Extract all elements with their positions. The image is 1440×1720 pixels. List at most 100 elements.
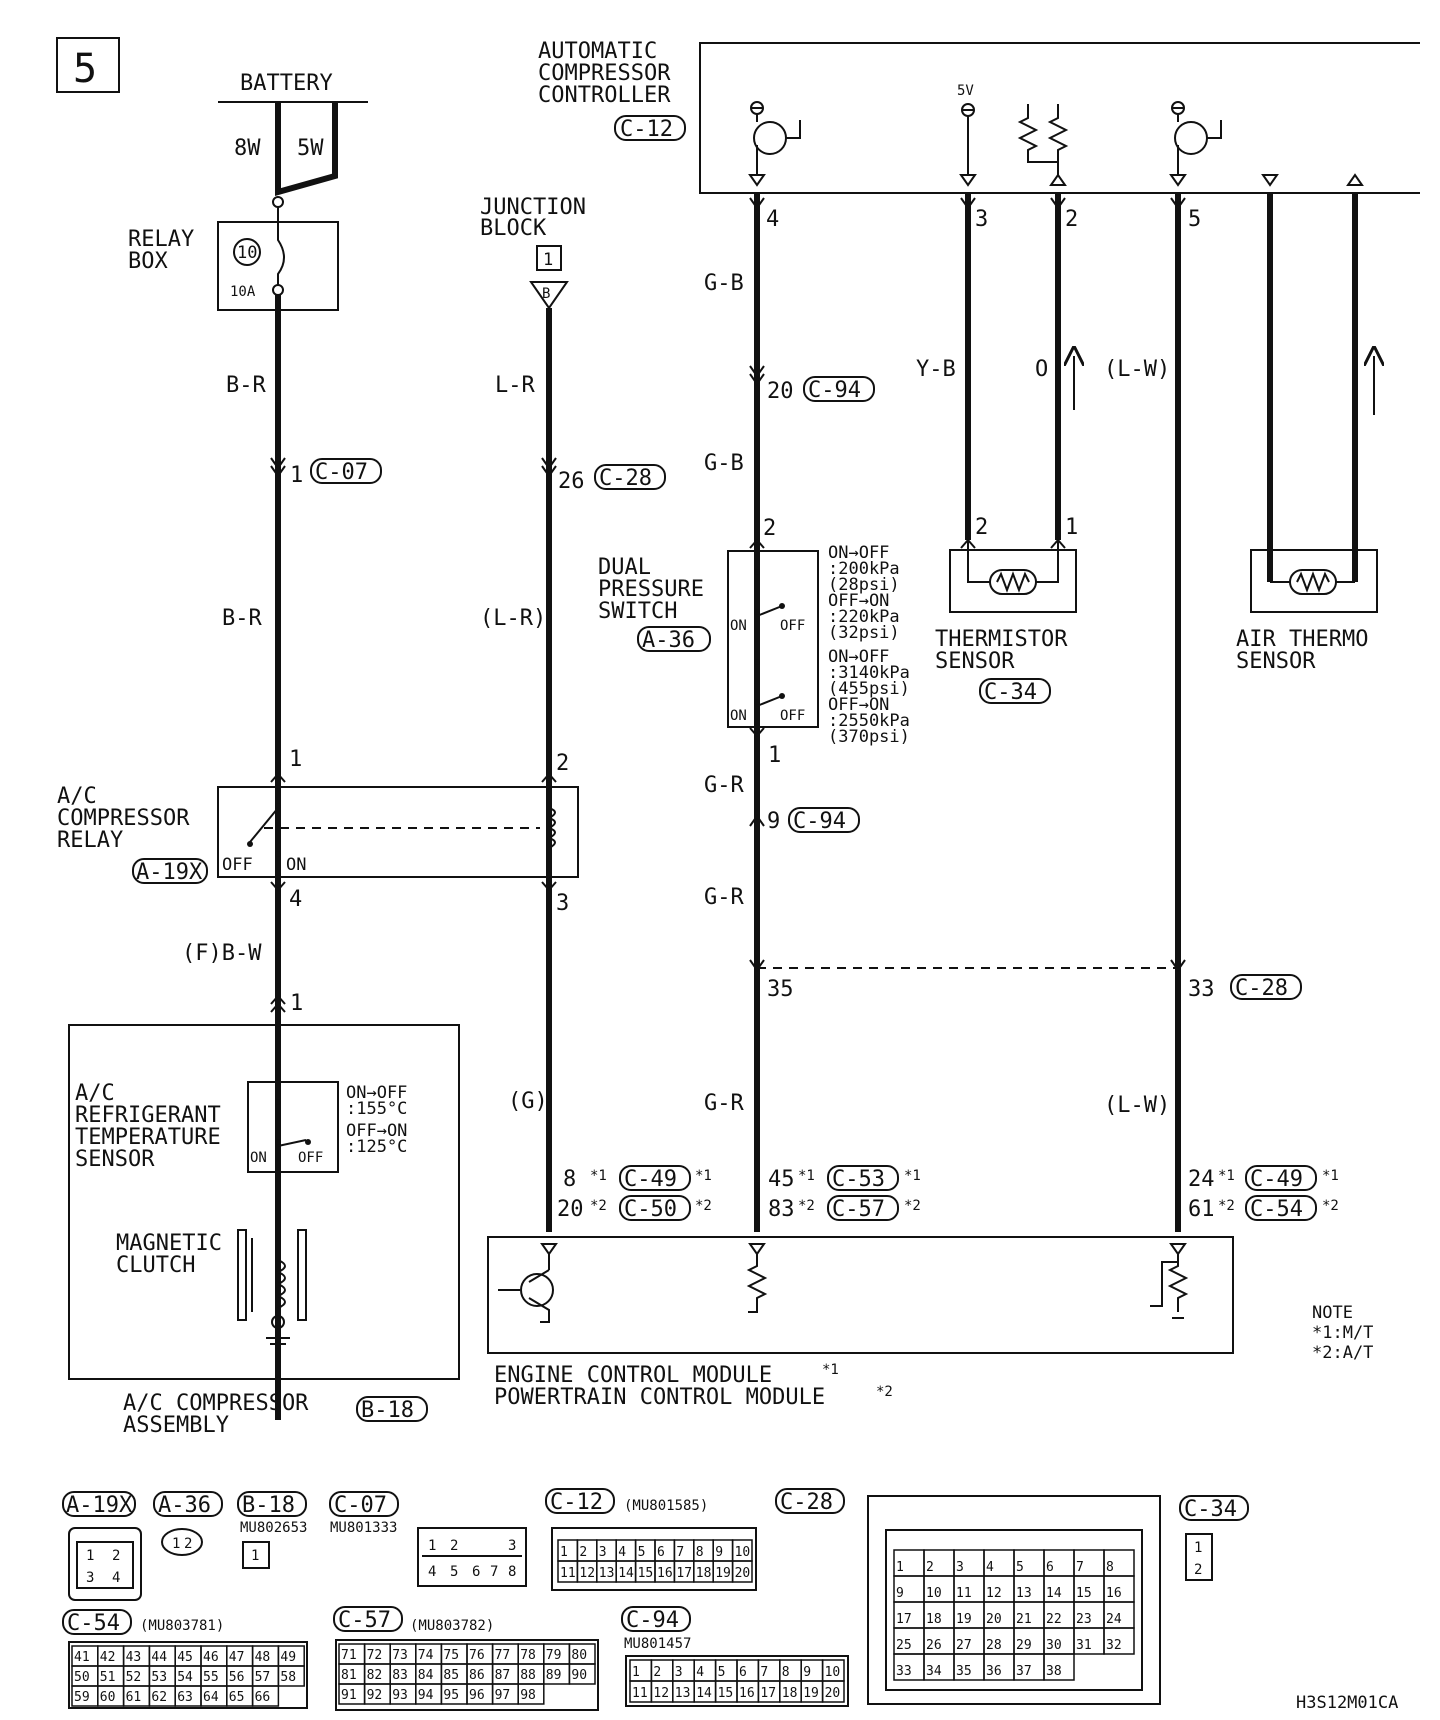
dps-off-1: OFF [780, 618, 805, 634]
wire-label-g: (G) [508, 1089, 548, 1114]
c57-pin-label: 74 [418, 1648, 434, 1663]
refrigerant-sensor-label-4: SENSOR [75, 1147, 155, 1172]
a36-connector-label: A-36 [642, 628, 695, 653]
b18-connector-label: B-18 [361, 1398, 414, 1423]
c54-pin-label: 45 [177, 1650, 193, 1665]
c57-pin-label: 77 [495, 1648, 511, 1663]
refrigerant-sensor-off: OFF [298, 1150, 323, 1166]
c57-pin-label: 82 [367, 1668, 383, 1683]
legend-a19x-label: A-19X [66, 1493, 133, 1518]
legend-c54-label: C-54 [67, 1611, 120, 1636]
c28-pin-label: 13 [1016, 1586, 1032, 1601]
c28-pin-label: 18 [926, 1612, 942, 1627]
svg-text:*1: *1 [590, 1168, 607, 1184]
relay-box-label: RELAY [128, 227, 194, 252]
svg-text:45: 45 [768, 1167, 795, 1192]
c94-connector-label-2: C-94 [793, 809, 846, 834]
c54-pin-label: 54 [177, 1670, 193, 1685]
c54-pin-label: 55 [203, 1670, 219, 1685]
a36-connector-badge [637, 626, 711, 652]
c28-pin-label: 12 [986, 1586, 1002, 1601]
thermistor-sensor: 2 1 THERMISTOR SENSOR C-34 [935, 515, 1078, 705]
dps-on-1: ON [730, 618, 747, 634]
c12-pin-cell [731, 1560, 753, 1583]
c57-pin-label: 71 [341, 1648, 357, 1663]
c28-pin-label: 25 [896, 1638, 912, 1653]
c34-connector-label: C-34 [984, 680, 1037, 705]
svg-text:(455psi): (455psi) [828, 679, 910, 699]
wire-label-gr-3: G-R [704, 1091, 744, 1116]
wire-label-gb-2: G-B [704, 451, 744, 476]
svg-text::3140kPa: :3140kPa [828, 663, 910, 683]
c12-pin-label: 8 [696, 1545, 704, 1560]
c12-pin-label: 16 [657, 1566, 673, 1581]
junction-block-label: JUNCTION [480, 195, 586, 220]
c28-pin-label: 27 [956, 1638, 972, 1653]
a19x-connector-badge [132, 858, 208, 884]
ecm-label: ENGINE CONTROL MODULE [494, 1363, 772, 1388]
c54-pin-label: 43 [126, 1650, 142, 1665]
ecm-mark: *1 [822, 1362, 839, 1378]
c54-pin-label: 61 [126, 1690, 142, 1705]
c28-pin-label: 14 [1046, 1586, 1062, 1601]
c54-pin-label: 56 [229, 1670, 245, 1685]
relay-label-1: A/C [57, 784, 97, 809]
air-thermo-label-1: AIR THERMO [1236, 627, 1368, 652]
c94-pin-label: 15 [718, 1686, 734, 1701]
c54-pin-label: 51 [100, 1670, 116, 1685]
svg-text:*2: *2 [1218, 1198, 1235, 1214]
acc-pin-4: 4 [766, 207, 779, 232]
c54-pin-label: 57 [255, 1670, 271, 1685]
svg-text:C-50: C-50 [624, 1197, 677, 1222]
c94-connector-badge-2 [788, 807, 860, 833]
svg-text:C-54: C-54 [1250, 1197, 1303, 1222]
c94-pin-label: 4 [696, 1665, 704, 1680]
svg-text:4: 4 [428, 1564, 436, 1580]
c94-pin-label: 16 [739, 1686, 755, 1701]
c54-pin-label: 41 [74, 1650, 90, 1665]
c12-pin-label: 12 [579, 1566, 595, 1581]
svg-text:*1: *1 [798, 1168, 815, 1184]
svg-text:OFF→ON: OFF→ON [828, 591, 889, 611]
c12-pin-label: 5 [638, 1545, 646, 1560]
legend-c57-label: C-57 [338, 1608, 391, 1633]
c54-pin-label: 50 [74, 1670, 90, 1685]
svg-text::220kPa: :220kPa [828, 607, 900, 627]
legend-c94-label: C-94 [626, 1608, 679, 1633]
c94-connector-badge [803, 376, 875, 402]
wire-label-o: O [1035, 357, 1048, 382]
dps-on-2: ON [730, 708, 747, 724]
c28-pin-label: 29 [1016, 1638, 1032, 1653]
page-number-box [56, 37, 120, 93]
c57-pin-label: 79 [546, 1648, 562, 1663]
c28-pin-label: 35 [956, 1664, 972, 1679]
dps-pin-1: 1 [768, 743, 781, 768]
c54-pin-label: 42 [100, 1650, 116, 1665]
c28-pin-label: 36 [986, 1664, 1002, 1679]
ecm-connector-callouts: 8 *1 C-49 *1 20 *2 C-50 *2 45 *1 C-53 *1… [557, 1165, 1339, 1222]
c07-connector-badge [310, 458, 382, 484]
c94-pin-label: 13 [675, 1686, 691, 1701]
c12-pin-label: 18 [696, 1566, 712, 1581]
c28-pin-label: 23 [1076, 1612, 1092, 1627]
connector-arrow-icon [270, 457, 286, 478]
c57-pin-label: 98 [520, 1688, 536, 1703]
c28-pin-label: 38 [1046, 1664, 1062, 1679]
c28-pin-label: 2 [926, 1560, 934, 1575]
svg-text:8: 8 [508, 1564, 516, 1580]
refrigerant-sensor-label-1: A/C [75, 1081, 115, 1106]
c94-pin-label: 18 [782, 1686, 798, 1701]
c57-pin-label: 73 [392, 1648, 408, 1663]
c94-pin-label: 2 [653, 1665, 661, 1680]
refrigerant-sensor-label-2: REFRIGERANT [75, 1103, 221, 1128]
svg-text:8: 8 [563, 1167, 576, 1192]
magnetic-clutch-label-2: CLUTCH [116, 1253, 195, 1278]
c28-pin-label: 34 [926, 1664, 942, 1679]
c12-pin-label: 2 [579, 1545, 587, 1560]
c28-pin-label: 20 [986, 1612, 1002, 1627]
wire-label-yb: Y-B [916, 357, 956, 382]
